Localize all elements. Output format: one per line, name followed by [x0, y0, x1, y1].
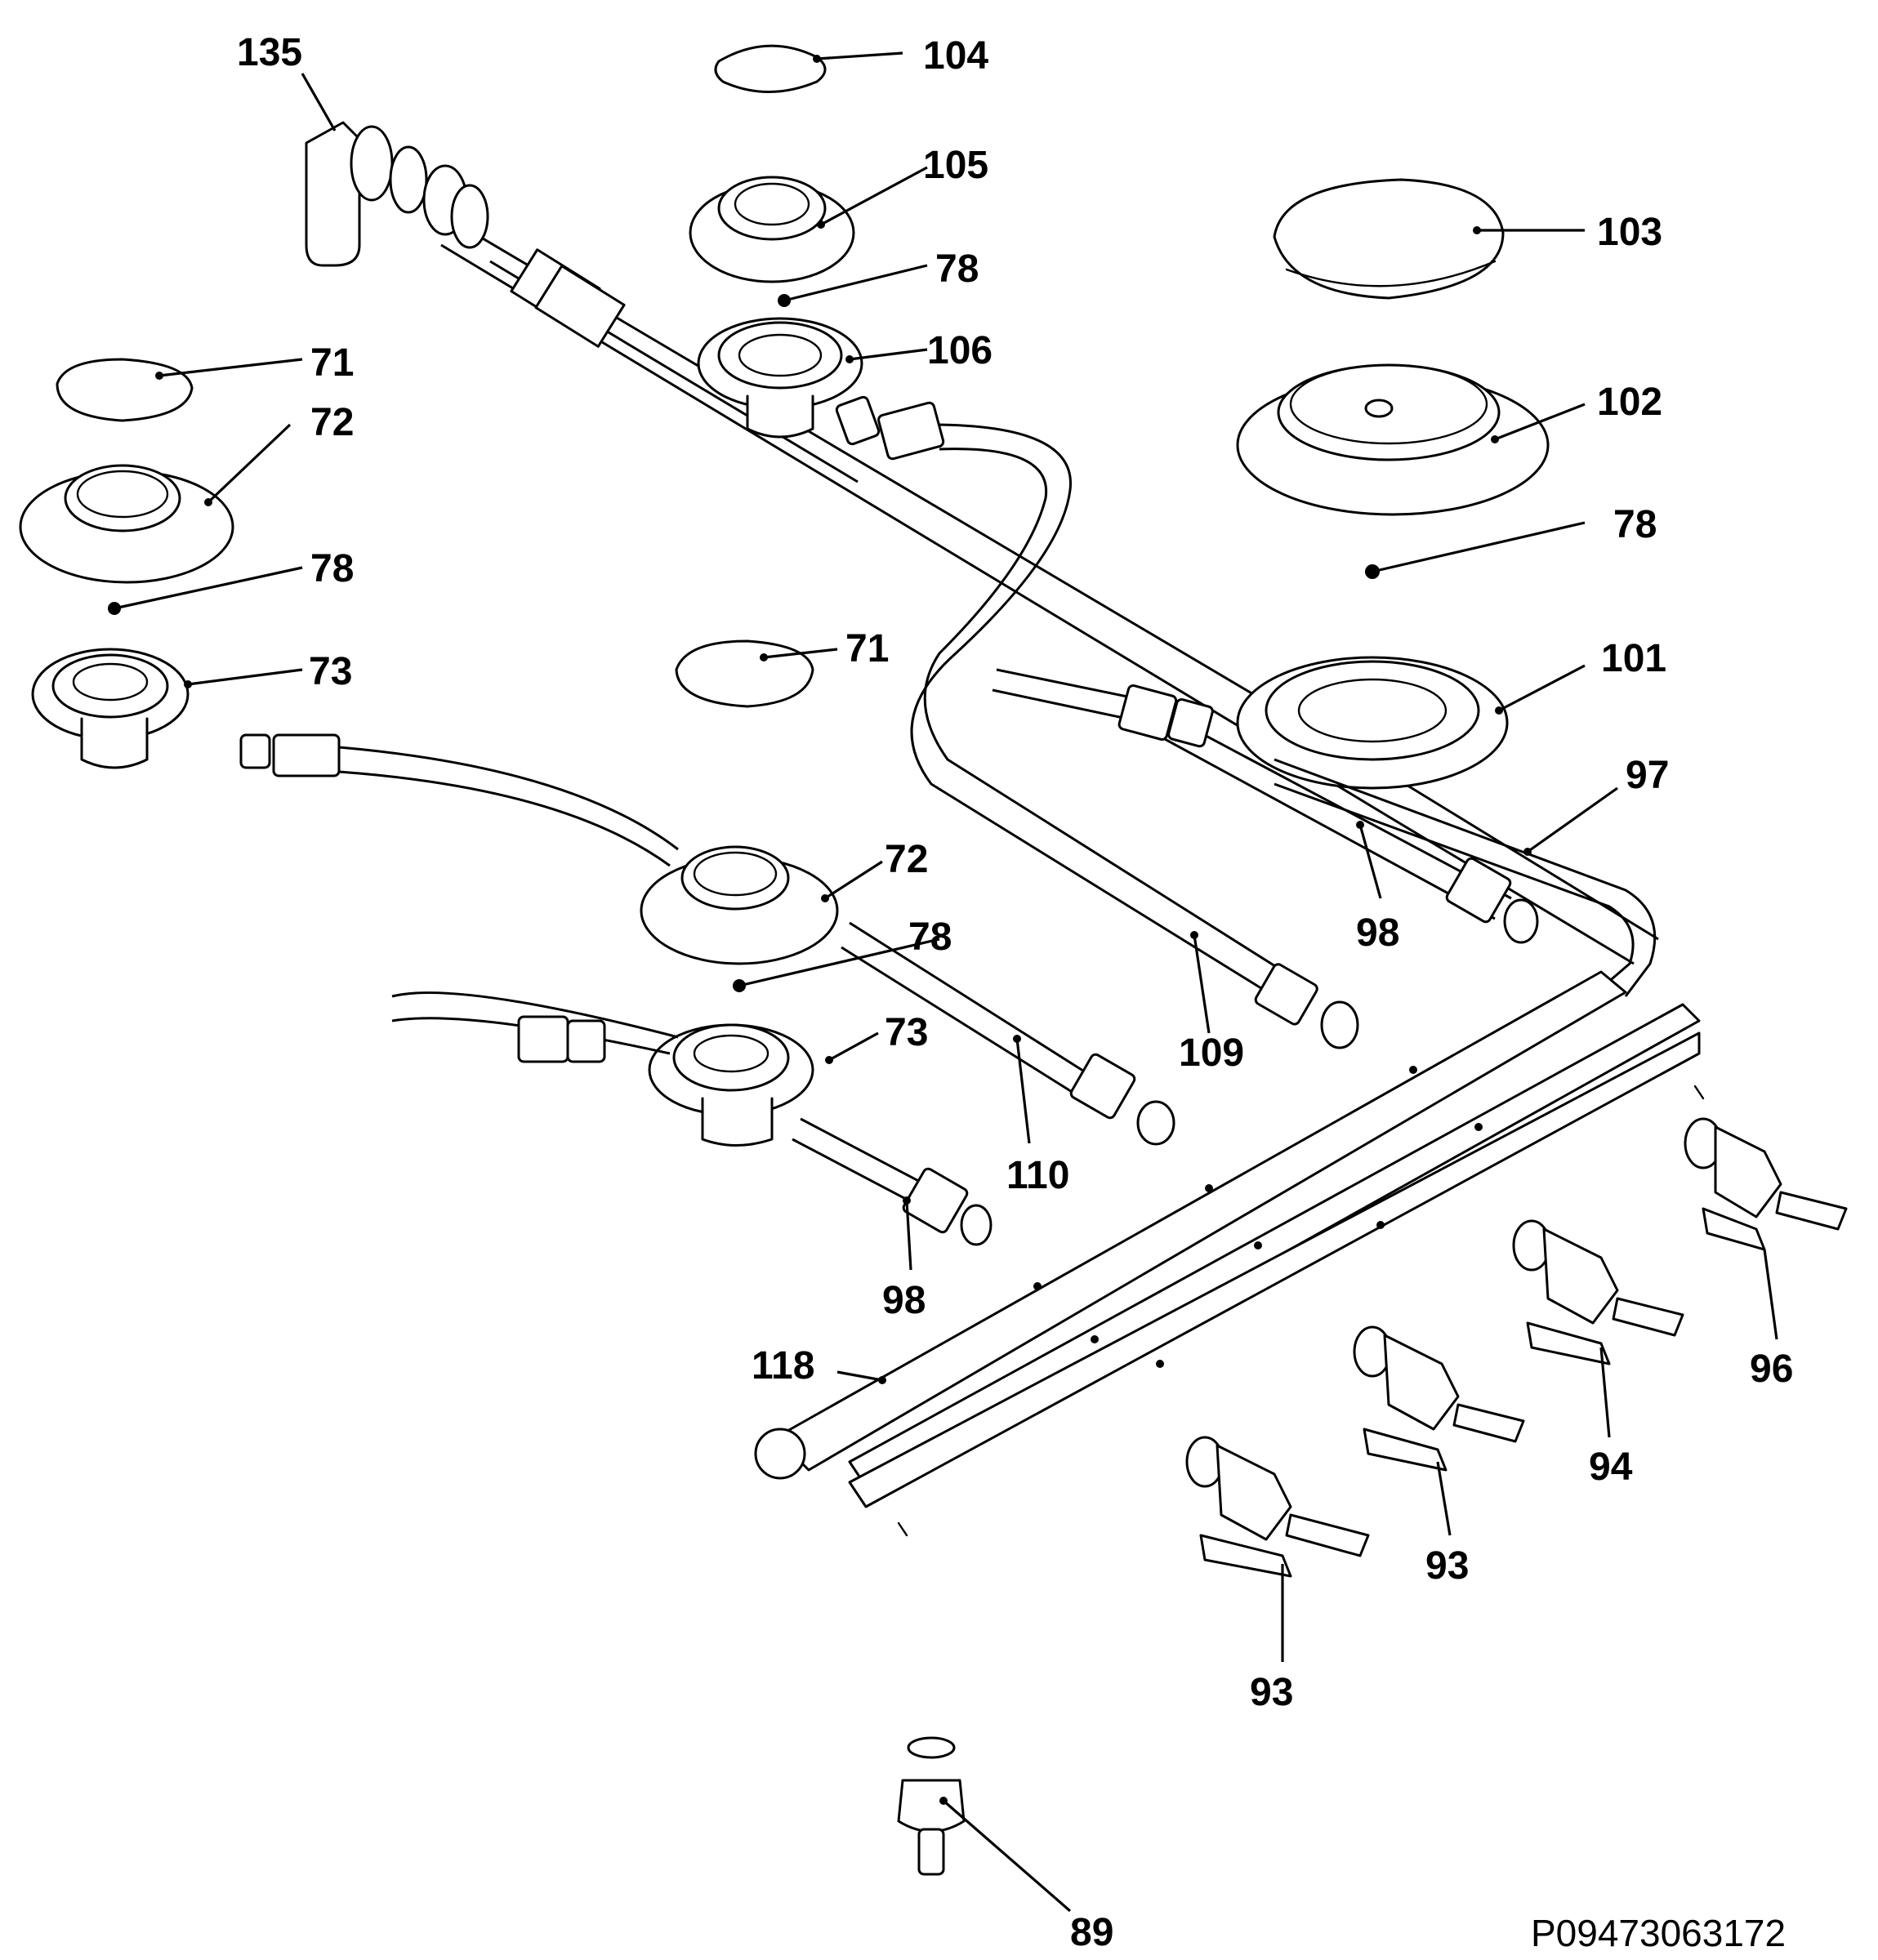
callout-98-mid: 98	[882, 1279, 926, 1322]
gas-valve-94	[1512, 1219, 1684, 1365]
callout-78-mid: 78	[908, 915, 952, 959]
burner-base-106	[697, 317, 863, 439]
gas-pipe-109	[835, 395, 1359, 1049]
callout-78-left: 78	[310, 547, 354, 590]
callout-103: 103	[1597, 211, 1662, 254]
callout-104: 104	[923, 34, 988, 78]
burner-base-101	[1236, 656, 1509, 790]
callout-109: 109	[1179, 1031, 1244, 1075]
callout-105: 105	[923, 144, 988, 187]
gas-inlet-elbow	[305, 121, 489, 267]
callout-96: 96	[1750, 1348, 1793, 1391]
callout-110: 110	[1006, 1154, 1069, 1197]
gas-manifold-118	[754, 970, 1705, 1537]
burner-cap-71-left	[56, 358, 194, 422]
callout-72-left: 72	[310, 401, 354, 444]
drawing-reference-code: P09473063172	[1531, 1912, 1787, 1954]
callout-97: 97	[1626, 754, 1669, 797]
callout-72-mid: 72	[885, 838, 928, 881]
gas-pipe-98-mid	[391, 991, 993, 1246]
callout-93-lower: 93	[1250, 1671, 1293, 1714]
leader-lines	[114, 51, 1778, 1913]
callout-71-mid: 71	[845, 627, 889, 670]
callout-98-right: 98	[1356, 911, 1399, 955]
callout-73-left: 73	[309, 650, 352, 693]
callout-labels: 135 104 105 78 106 103 102 78 101 97 98 …	[237, 31, 1793, 1954]
burner-base-73-mid	[648, 1023, 833, 1147]
burner-cap-103	[1273, 178, 1505, 300]
callout-71-left: 71	[310, 341, 354, 385]
burner-crown-105	[689, 176, 855, 283]
burner-crown-72-mid	[640, 845, 839, 965]
callout-93-upper: 93	[1425, 1544, 1469, 1588]
burner-cap-71-mid	[675, 639, 814, 708]
callout-101: 101	[1601, 637, 1666, 680]
callout-94: 94	[1589, 1446, 1633, 1489]
burner-cap-104	[714, 44, 827, 93]
burner-crown-102	[1236, 363, 1550, 516]
burner-base-73-left	[31, 648, 192, 769]
callout-78-top: 78	[935, 247, 979, 291]
callout-102: 102	[1597, 381, 1662, 424]
callout-106: 106	[927, 329, 993, 372]
gas-valve-93-lower	[1185, 1436, 1370, 1578]
ignition-switch-89	[897, 1736, 966, 1876]
burner-crown-72-left	[19, 464, 234, 584]
callout-118: 118	[752, 1344, 814, 1388]
gas-pipe-110	[841, 921, 1175, 1146]
callout-73-mid: 73	[885, 1011, 928, 1054]
callout-89: 89	[1070, 1911, 1113, 1954]
gas-pipe-left	[239, 733, 679, 867]
gas-pipe-98-right	[992, 668, 1539, 944]
gas-valve-93-upper	[1353, 1325, 1525, 1472]
gas-valve-96	[1684, 1117, 1848, 1251]
main-gas-pipe	[424, 203, 1659, 965]
callout-78-right: 78	[1613, 503, 1657, 546]
callout-135: 135	[237, 31, 302, 74]
